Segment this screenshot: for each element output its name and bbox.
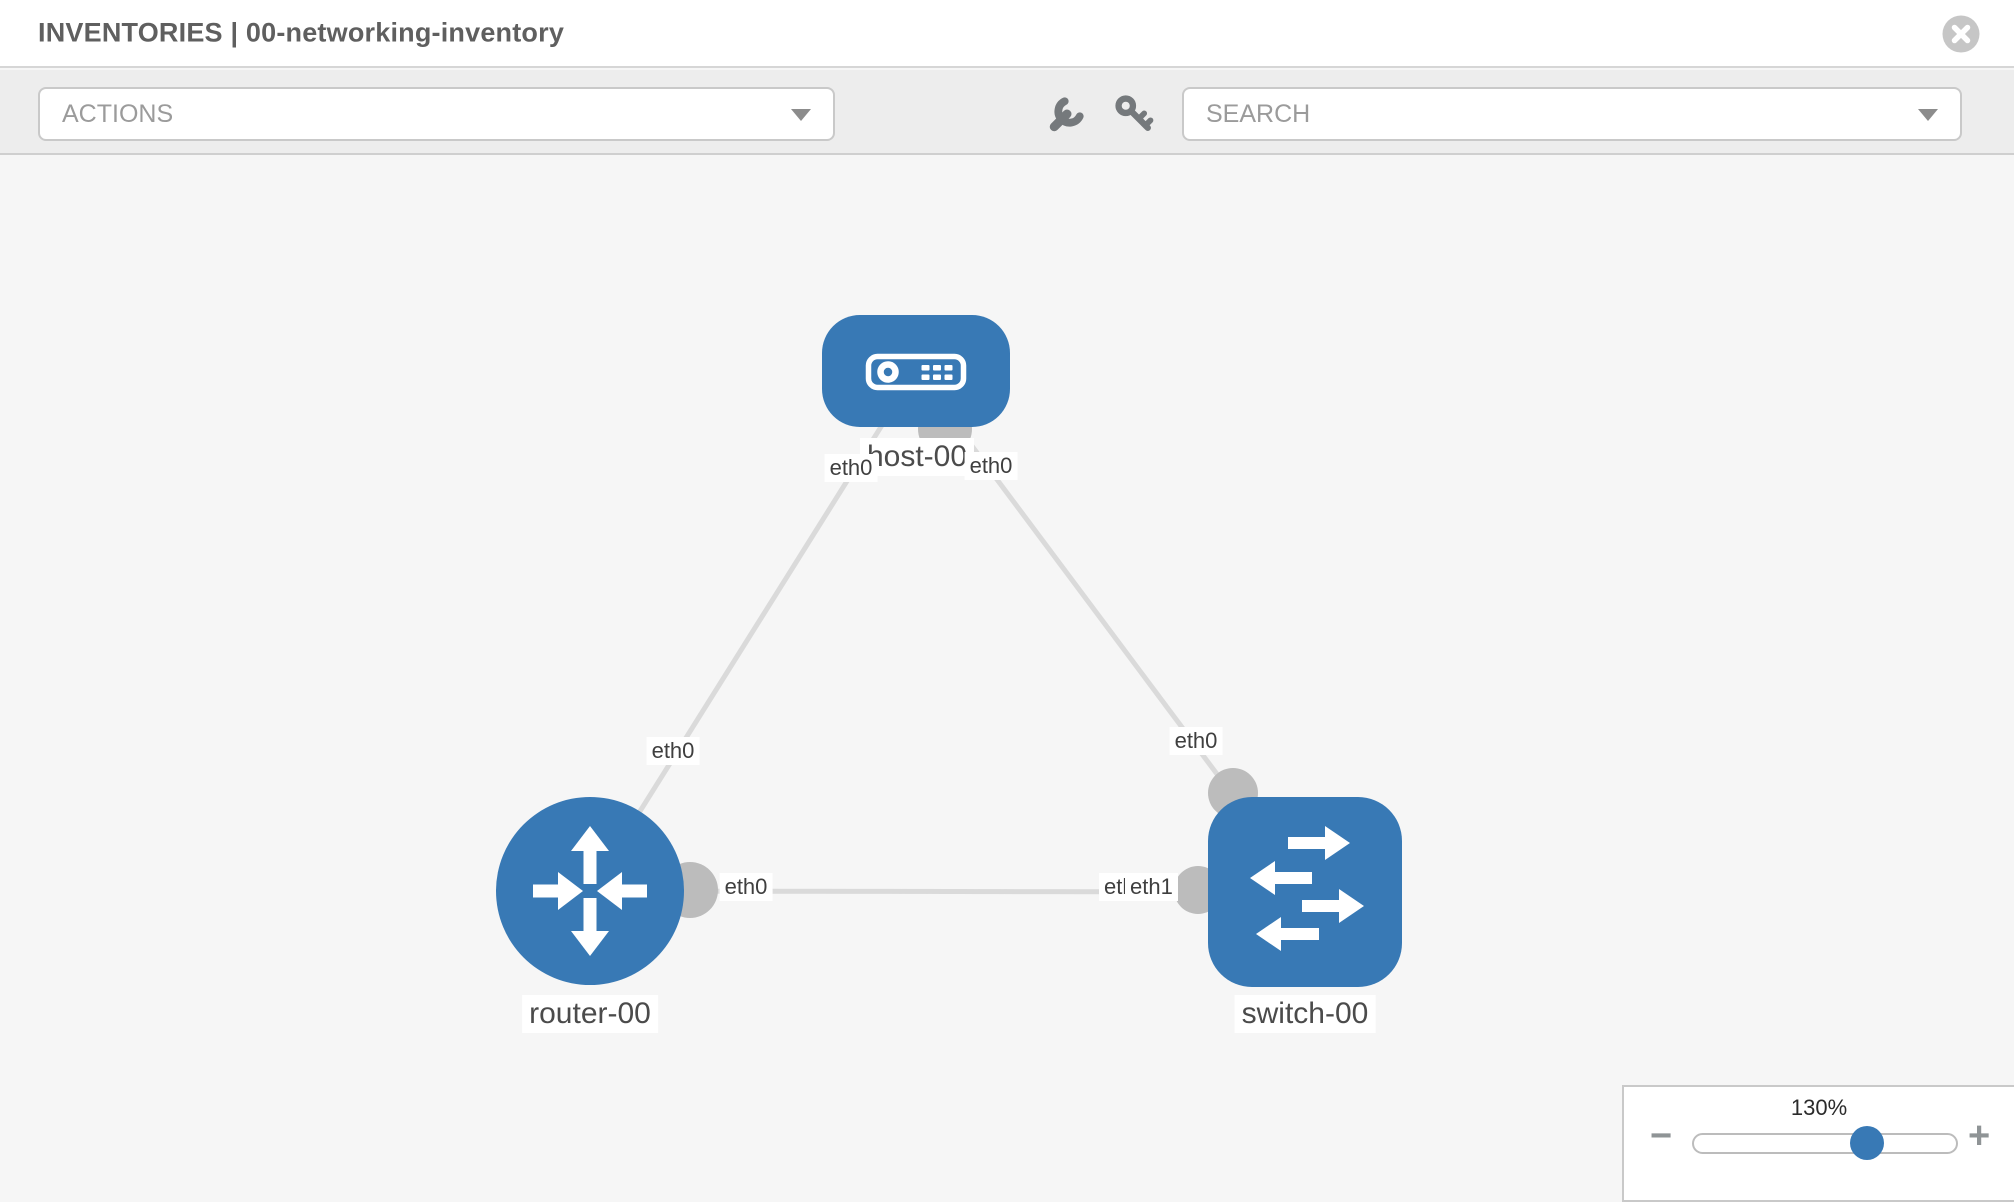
zoom-level-value: 130% xyxy=(1790,1095,1848,1120)
search-dropdown-label: SEARCH xyxy=(1206,100,1311,128)
configure-button[interactable] xyxy=(1046,93,1088,135)
zoom-slider-track[interactable] xyxy=(1692,1126,1958,1160)
node-router-00[interactable] xyxy=(496,797,684,985)
eth-label-host-switch: eth0 xyxy=(1169,727,1223,755)
eth-label-switch-over: eth1 xyxy=(1125,873,1178,901)
switch-arrows-icon xyxy=(1250,826,1364,951)
header-bar: INVENTORIES | 00-networking-inventory xyxy=(0,0,2014,68)
zoom-slider-thumb[interactable] xyxy=(1850,1126,1884,1160)
zoom-panel: 130% − + xyxy=(1622,1085,2014,1202)
close-icon xyxy=(1942,15,1980,53)
chevron-down-icon xyxy=(1918,109,1938,121)
chevron-down-icon xyxy=(791,109,811,121)
node-switch-00[interactable] xyxy=(1208,797,1402,987)
search-dropdown[interactable]: SEARCH xyxy=(1182,87,1962,141)
router-label: router-00 xyxy=(522,995,658,1033)
key-icon xyxy=(1115,95,1154,131)
zoom-out-button[interactable]: − xyxy=(1650,1115,1673,1157)
eth-label-host-left: eth0 xyxy=(824,454,878,482)
host-label: host-00 xyxy=(859,438,975,476)
eth-label-host-right: eth0 xyxy=(964,452,1018,480)
actions-dropdown-label: ACTIONS xyxy=(62,100,174,128)
zoom-in-button[interactable]: + xyxy=(1968,1115,1991,1157)
actions-dropdown[interactable]: ACTIONS xyxy=(38,87,835,141)
host-device-icon xyxy=(865,353,967,391)
switch-label: switch-00 xyxy=(1234,995,1376,1033)
page-title: INVENTORIES | 00-networking-inventory xyxy=(38,17,565,48)
credentials-button[interactable] xyxy=(1113,93,1155,135)
eth-label-router-host: eth0 xyxy=(646,737,700,765)
eth-label-switch-overlap: eth0 eth1 xyxy=(1099,873,1178,901)
wrench-icon xyxy=(1049,97,1084,132)
close-button[interactable] xyxy=(1942,15,1980,53)
toolbar: ACTIONS SEARCH xyxy=(0,70,2014,155)
router-arrows-icon xyxy=(533,826,647,956)
eth-label-router-switch: eth0 xyxy=(719,873,773,901)
node-host-00[interactable] xyxy=(822,315,1010,427)
